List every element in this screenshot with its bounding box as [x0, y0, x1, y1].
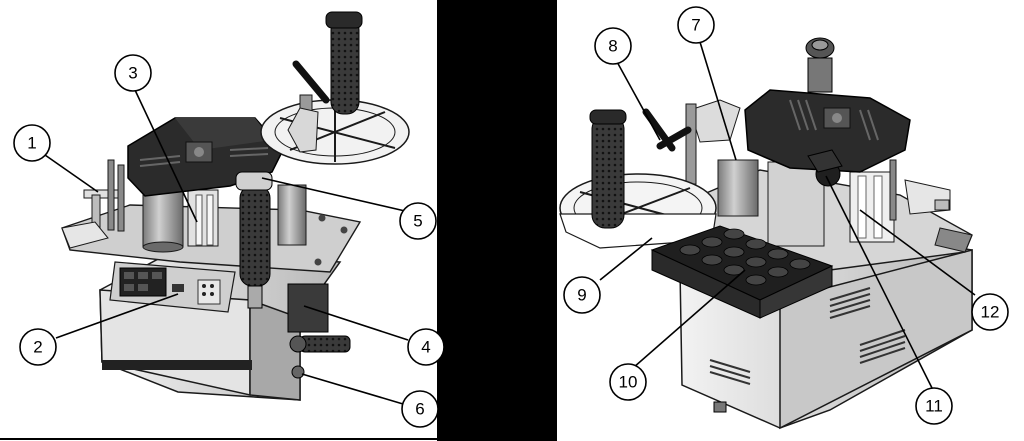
control-panel: [109, 261, 236, 313]
leader-3: [134, 89, 198, 223]
bottom-knob: [291, 365, 305, 379]
view-divider: [437, 0, 557, 441]
left-view: [61, 11, 410, 401]
svg-text:7: 7: [691, 16, 700, 35]
svg-text:9: 9: [577, 286, 586, 305]
top-knob-right: [805, 37, 835, 93]
callout-5: 5: [399, 202, 437, 240]
right-view: [559, 37, 973, 430]
callout-2: 2: [19, 328, 57, 366]
leader-5: [261, 177, 419, 215]
leader-4: [303, 305, 409, 341]
callout-8: 8: [594, 27, 632, 65]
leader-6: [301, 373, 404, 405]
leader-1: [44, 154, 99, 193]
callout-4: 4: [407, 328, 445, 366]
leader-7: [699, 41, 737, 161]
top-cover-right: [744, 89, 911, 187]
leader-9: [599, 237, 653, 281]
callout-6: 6: [401, 390, 439, 428]
reel-handle-right: [589, 109, 627, 229]
callout-1: 1: [13, 124, 51, 162]
callout-12: 12: [971, 293, 1009, 331]
front-handle-left: [235, 171, 273, 309]
callout-10: 10: [609, 363, 647, 401]
callout-11: 11: [915, 387, 953, 425]
callout-3: 3: [114, 54, 152, 92]
reel-handle-left: [292, 11, 363, 115]
callout-7: 7: [677, 6, 715, 44]
svg-text:6: 6: [415, 400, 424, 419]
callouts-right: 7 8 9 10 11 12: [563, 6, 1009, 425]
callout-9: 9: [563, 276, 601, 314]
svg-text:5: 5: [413, 212, 422, 231]
svg-text:4: 4: [421, 338, 430, 357]
edge-guide-bracket: [61, 159, 125, 249]
leader-12: [859, 209, 976, 296]
svg-text:12: 12: [981, 303, 1000, 322]
leader-10: [633, 269, 746, 368]
leader-lines: [44, 41, 976, 405]
roller-tray: [650, 225, 834, 319]
svg-text:3: 3: [128, 64, 137, 83]
leader-8: [615, 59, 661, 141]
coil-reel-left: [260, 94, 410, 165]
cylinders-left: [142, 184, 307, 253]
svg-text:8: 8: [608, 37, 617, 56]
leader-11: [825, 175, 933, 389]
leader-2: [55, 293, 179, 339]
svg-text:11: 11: [925, 397, 943, 416]
svg-text:1: 1: [27, 134, 36, 153]
callouts-left: 1 2 3 4 5 6: [13, 54, 445, 428]
svg-text:10: 10: [619, 373, 638, 392]
svg-text:2: 2: [33, 338, 42, 357]
